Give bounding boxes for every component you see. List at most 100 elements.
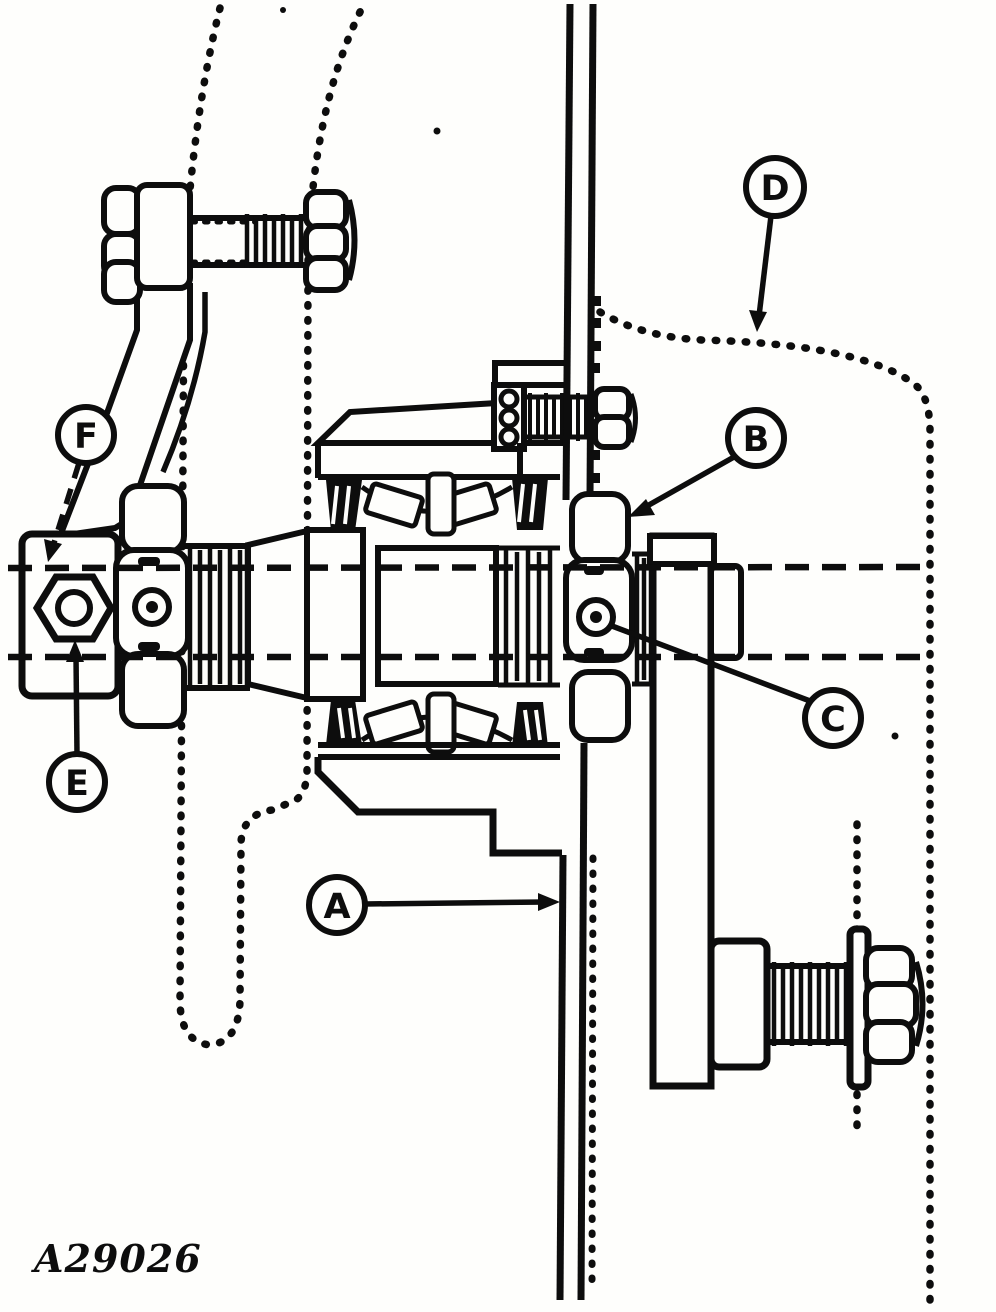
housing-top-plate — [310, 399, 526, 446]
flange-plate — [647, 532, 926, 1091]
clamp-arm — [55, 283, 208, 540]
callout-F-leader — [50, 462, 82, 547]
bearing-cup-bottom — [318, 742, 560, 760]
castellation-slot — [138, 557, 160, 566]
stud-threads-right — [634, 556, 654, 682]
tapered-roller — [363, 699, 425, 747]
callout-A-circle — [306, 874, 368, 936]
bolt-nut-lobe — [303, 255, 349, 293]
blade-hidden-edge-lower — [588, 854, 597, 1296]
callout-A-arrowhead — [538, 893, 560, 911]
bearing-spacer-top — [425, 471, 457, 537]
callout-C-letter: C — [820, 700, 846, 740]
bearing-spacer-bottom — [425, 691, 457, 755]
callout-D: D — [743, 155, 807, 332]
left-castle-nut — [113, 483, 191, 729]
callout-F-circle — [55, 404, 117, 466]
arm-inner-edge — [160, 292, 208, 474]
clamp-bolt-head — [491, 382, 527, 452]
callout-B-letter: B — [743, 420, 770, 460]
hex-nut — [32, 573, 116, 643]
callout-E: E — [46, 640, 108, 813]
callout-A: A — [306, 874, 560, 936]
clamp-bolt-threads — [528, 393, 588, 441]
plate-upper-boss — [708, 563, 744, 661]
callout-C-circle — [802, 687, 864, 749]
castle-nut-top-lobe — [569, 491, 631, 565]
plate-lower-boss — [707, 937, 771, 1071]
bearing-race-top-right — [512, 478, 548, 530]
callout-D-arrowhead — [749, 310, 767, 332]
callout-A-letter: A — [323, 887, 350, 927]
callout-B-arrowhead — [628, 499, 655, 517]
callout-C: C — [611, 623, 864, 749]
callout-F-arrowhead — [44, 539, 62, 562]
left-stud — [184, 527, 366, 702]
callout-C-leader — [611, 623, 811, 704]
upper-clamp-bolt — [101, 182, 358, 305]
callout-E-letter: E — [65, 764, 89, 804]
cotter-pin-hole — [132, 587, 172, 627]
callout-D-leader — [756, 215, 774, 317]
dotted-housing-curve — [596, 308, 934, 1306]
blade-right-edge-upper — [586, 3, 597, 498]
bearing-housing-top — [310, 360, 592, 452]
callout-A-leader — [364, 899, 547, 907]
callout-D-letter: D — [760, 169, 789, 209]
castellation-slot — [138, 642, 160, 651]
clamp-bolt-shank — [524, 394, 592, 440]
blade-left-edge-lower — [556, 854, 567, 1301]
taper-cone — [245, 527, 310, 702]
clamp-bolt-washer-edge — [628, 393, 638, 443]
castle-nut-bottom-lobe — [569, 669, 631, 743]
tapered-roller — [363, 481, 425, 529]
tie-rod-block — [18, 530, 122, 700]
lower-bolt-chamfer — [913, 961, 926, 1047]
callout-E-arrowhead — [66, 640, 84, 662]
castellation-slot — [584, 648, 604, 657]
castellation-slot — [584, 566, 604, 575]
clamp-bolt-nut — [592, 386, 638, 450]
bolt-washer-edge — [346, 199, 358, 281]
blade-left-edge-upper — [562, 3, 574, 501]
bolt-nut-lobe — [303, 223, 349, 263]
arm-body — [55, 283, 193, 540]
callout-B-circle — [725, 407, 787, 469]
shaft-sleeve — [304, 527, 366, 702]
bearing-adjusting-nut — [563, 491, 654, 743]
clamp-bracket-bar — [492, 360, 570, 388]
bolt-threads — [244, 214, 313, 268]
plate-body — [649, 532, 715, 1090]
centerlines — [7, 563, 925, 661]
callout-E-leader — [73, 655, 80, 755]
plate-cap — [647, 533, 717, 567]
callout-E-circle — [46, 751, 108, 813]
bearing-race-bottom-right — [512, 702, 548, 747]
lower-bolt-nut-lobe — [863, 1019, 915, 1065]
hex-nut-bore — [55, 589, 93, 627]
callout-B: B — [628, 407, 787, 517]
bearing-race-bottom-left — [326, 700, 362, 745]
blade-right-edge-lower — [577, 742, 588, 1301]
figure-number: A29026 — [31, 1236, 202, 1281]
castle-nut-top-lobe — [119, 483, 187, 555]
lower-bolt-threads — [771, 962, 849, 1046]
callout-F: F — [44, 404, 117, 562]
callout-D-circle — [743, 155, 807, 219]
castle-nut-bottom-lobe — [119, 651, 187, 729]
callout-F-letter: F — [74, 417, 98, 457]
bolt-head — [134, 182, 193, 291]
callout-B-leader — [638, 454, 736, 513]
housing-lower-step — [314, 757, 562, 857]
blade-shaft — [556, 3, 601, 1301]
castle-nut-mid — [563, 557, 635, 663]
bolt-nut-lobe — [303, 189, 349, 231]
print-speck — [891, 732, 899, 740]
print-speck — [433, 127, 441, 135]
print-speck — [280, 7, 286, 13]
hidden-housing-outline-right — [596, 308, 934, 1306]
upper-centerline — [7, 563, 925, 572]
spindle-threads-right — [503, 550, 553, 683]
